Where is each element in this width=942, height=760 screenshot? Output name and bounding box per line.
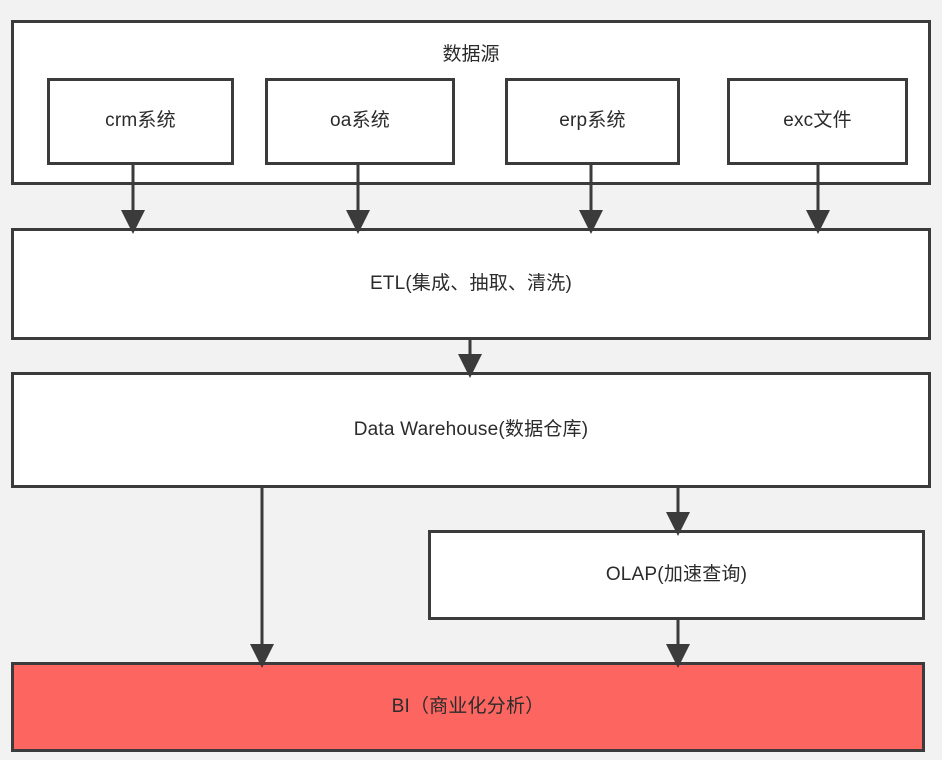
node-data-warehouse[interactable]: Data Warehouse(数据仓库) — [11, 372, 931, 488]
node-erp-label: erp系统 — [559, 110, 626, 132]
node-olap[interactable]: OLAP(加速查询) — [428, 530, 925, 620]
node-oa[interactable]: oa系统 — [265, 78, 455, 165]
node-exc-label: exc文件 — [783, 110, 852, 132]
node-crm[interactable]: crm系统 — [47, 78, 234, 165]
node-oa-label: oa系统 — [330, 110, 390, 132]
node-data-warehouse-label: Data Warehouse(数据仓库) — [353, 418, 589, 440]
node-etl[interactable]: ETL(集成、抽取、清洗) — [11, 228, 931, 340]
node-bi[interactable]: BI（商业化分析） — [11, 662, 925, 752]
node-bi-label: BI（商业化分析） — [391, 695, 545, 717]
node-crm-label: crm系统 — [105, 110, 176, 132]
node-olap-label: OLAP(加速查询) — [605, 563, 748, 585]
node-exc[interactable]: exc文件 — [727, 78, 908, 165]
node-etl-label: ETL(集成、抽取、清洗) — [369, 272, 573, 294]
node-erp[interactable]: erp系统 — [505, 78, 680, 165]
datasource-group-title: 数据源 — [442, 44, 500, 65]
